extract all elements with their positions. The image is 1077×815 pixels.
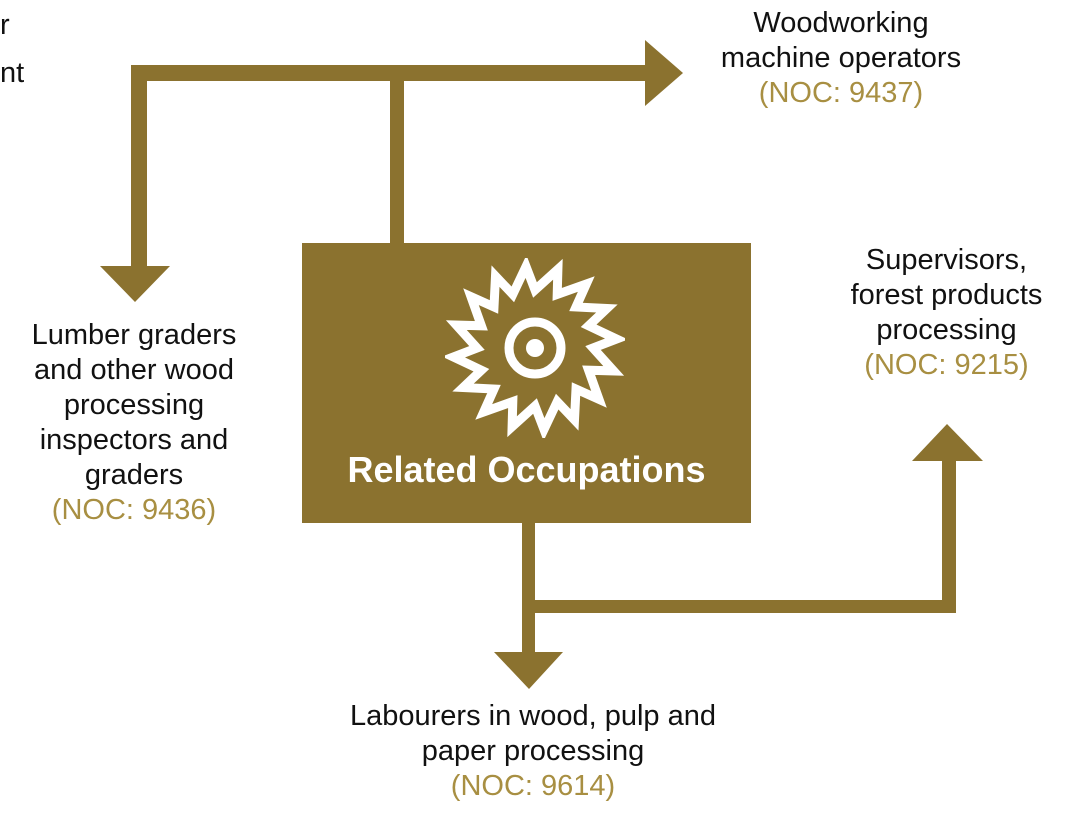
- clipped-text-line-2: nt: [0, 57, 25, 89]
- related-occupations-box: Related Occupations: [302, 243, 751, 523]
- node-labourers: Labourers in wood, pulp and paper proces…: [303, 699, 763, 804]
- connector-right-line: [942, 455, 956, 613]
- center-title: Related Occupations: [347, 449, 706, 490]
- node-supervisors-line-1: Supervisors,: [865, 244, 1028, 276]
- node-lumber-line-1: Lumber graders: [31, 319, 237, 351]
- connector-bottom-stem: [522, 522, 535, 655]
- node-supervisors: Supervisors, forest products processing …: [816, 243, 1077, 383]
- node-woodworking-line-1: Woodworking: [753, 7, 929, 39]
- node-labourers-line-2: paper processing: [421, 735, 645, 767]
- node-supervisors-line-3: processing: [876, 314, 1017, 346]
- node-lumber-line-5: graders: [84, 459, 184, 491]
- connector-left-line: [131, 73, 147, 271]
- connector-top-stem: [390, 73, 404, 244]
- saw-blade-icon: [445, 258, 625, 438]
- arrow-to-labourers: [494, 652, 563, 689]
- arrow-to-woodworking: [645, 40, 683, 106]
- clipped-text-line-1: r: [0, 9, 10, 41]
- node-supervisors-noc: (NOC: 9215): [864, 349, 1029, 381]
- node-labourers-line-1: Labourers in wood, pulp and: [350, 700, 716, 732]
- arrow-to-lumber: [100, 266, 170, 302]
- node-lumber-line-2: and other wood: [34, 354, 234, 386]
- arrow-to-supervisors: [912, 424, 983, 461]
- connector-bottom-line: [528, 600, 956, 613]
- node-woodworking-line-2: machine operators: [720, 42, 962, 74]
- node-lumber-noc: (NOC: 9436): [51, 494, 217, 526]
- node-labourers-noc: (NOC: 9614): [450, 770, 616, 802]
- node-lumber: Lumber graders and other wood processing…: [0, 318, 268, 528]
- node-supervisors-line-2: forest products: [850, 279, 1043, 311]
- node-lumber-line-4: inspectors and: [39, 424, 229, 456]
- node-woodworking-noc: (NOC: 9437): [758, 77, 924, 109]
- node-lumber-line-3: processing: [63, 389, 205, 421]
- node-woodworking: Woodworking machine operators (NOC: 9437…: [682, 6, 1000, 111]
